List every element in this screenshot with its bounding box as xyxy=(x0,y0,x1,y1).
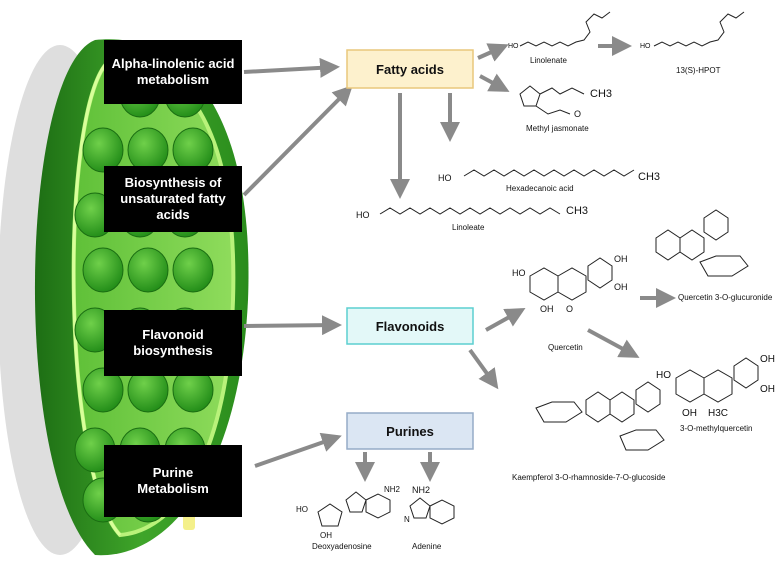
kaempferol-ring-a xyxy=(585,391,611,423)
caption-methyl-jasmonate: Methyl jasmonate xyxy=(526,124,589,133)
atom-labels: HO HO CH3 O HO CH3 HO CH3 OH OH HO OH O … xyxy=(296,43,775,540)
caption-hexadecanoic-acid: Hexadecanoic acid xyxy=(506,184,574,193)
atom-oh: OH xyxy=(320,531,332,540)
hexadecanoic-structure xyxy=(463,169,635,177)
caption-deoxyadenosine: Deoxyadenosine xyxy=(312,542,372,551)
arrow-fatty-to-linolenate xyxy=(477,43,509,62)
glucuronide-ring-b xyxy=(703,209,729,241)
caption-hpot: 13(S)-HPOT xyxy=(676,66,721,75)
quercetin-ring-c xyxy=(557,267,587,301)
linolenate-structure xyxy=(519,11,611,47)
flavonoids-box xyxy=(346,307,474,345)
hpot-structure xyxy=(653,11,745,47)
caption-quercetin-glucuronide: Quercetin 3-O-glucuronide xyxy=(678,293,773,302)
atom-oh: OH xyxy=(540,304,554,314)
atom-nh2: NH2 xyxy=(412,485,430,495)
caption-quercetin: Quercetin xyxy=(548,343,583,352)
chemical-structures xyxy=(317,11,759,527)
caption-adenine: Adenine xyxy=(412,542,442,551)
caption-methylquercetin: 3-O-methylquercetin xyxy=(680,424,753,433)
glucuronide-ring-a xyxy=(655,229,681,261)
glucuronide-sugar xyxy=(699,255,749,277)
arrow-alpha-to-fatty xyxy=(243,57,340,78)
granum-stack xyxy=(82,367,124,413)
linoleate-structure xyxy=(379,207,561,215)
kaempferol-ring-b xyxy=(635,381,661,413)
atom-oh: OH xyxy=(760,384,775,395)
arrow-flavonoids-to-kaempferol xyxy=(468,348,499,390)
atom-n: N xyxy=(404,515,410,524)
fatty-acids-label: Fatty acids xyxy=(376,61,444,77)
quercetin-ring-b xyxy=(587,257,613,289)
atom-ho: HO xyxy=(640,43,651,50)
methylquercetin-ring-a xyxy=(675,369,705,403)
atom-ch3: CH3 xyxy=(566,205,588,217)
deoxyadenosine-sugar xyxy=(317,503,343,527)
arrow-purine-to-purines xyxy=(254,432,342,468)
deoxyadenosine-imidazole xyxy=(345,491,367,513)
granum-stack xyxy=(82,127,124,173)
atom-ho: HO xyxy=(356,210,370,220)
pathway-label-alpha-linolenic: Alpha-linolenic acid metabolism xyxy=(104,40,242,104)
atom-oh: OH xyxy=(614,282,628,292)
caption-linolenate: Linolenate xyxy=(530,56,567,65)
pathway-label-flavonoid: Flavonoid biosynthesis xyxy=(104,310,242,376)
atom-ho: HO xyxy=(438,173,452,183)
arrow-fatty-to-jasmonate xyxy=(479,73,510,92)
arrows xyxy=(242,36,676,482)
flavonoids-label: Flavonoids xyxy=(375,318,445,334)
adenine-imidazole xyxy=(409,497,431,519)
caption-linoleate: Linoleate xyxy=(452,223,485,232)
adenine-pyrimidine xyxy=(429,499,455,525)
pathway-label-purine: Purine Metabolism xyxy=(104,445,242,517)
atom-oh: OH xyxy=(760,354,775,365)
glucuronide-ring-c xyxy=(679,229,705,261)
atom-ho: HO xyxy=(296,505,308,514)
methyl-jasmonate-ring xyxy=(519,85,541,107)
atom-oh: OH xyxy=(682,408,697,419)
deoxyadenosine-pyrimidine xyxy=(365,493,391,519)
arrow-biosyn-to-fatty xyxy=(242,85,353,197)
atom-ch3: CH3 xyxy=(590,88,612,100)
atom-nh2: NH2 xyxy=(384,485,401,494)
atom-o: O xyxy=(566,304,573,314)
methylquercetin-ring-b xyxy=(733,357,759,389)
kaempferol-rhamnose xyxy=(619,429,665,451)
atom-ho: HO xyxy=(508,43,519,50)
methyl-jasmonate-chain xyxy=(539,87,585,95)
quercetin-ring-a xyxy=(529,267,559,301)
atom-ho: HO xyxy=(512,268,526,278)
granum-stack xyxy=(172,247,214,293)
purines-box xyxy=(346,412,474,450)
purines-label: Purines xyxy=(386,423,434,439)
granum-stack xyxy=(82,247,124,293)
methylquercetin-ring-c xyxy=(703,369,733,403)
arrow-flavonoids-to-quercetin xyxy=(485,308,526,332)
arrow-quercetin-to-methylquercetin xyxy=(587,328,640,358)
fatty-acids-box xyxy=(346,49,474,89)
atom-h3c: H3C xyxy=(708,408,728,419)
granum-stack xyxy=(127,247,169,293)
pathway-label-unsaturated-fatty-acids: Biosynthesis of unsaturated fatty acids xyxy=(104,166,242,232)
kaempferol-glucose xyxy=(535,401,583,423)
kaempferol-ring-c xyxy=(609,391,635,423)
arrow-flavonoid-to-flavonoids xyxy=(243,315,342,336)
atom-ho: HO xyxy=(656,370,671,381)
caption-kaempferol: Kaempferol 3-O-rhamnoside-7-O-glucoside xyxy=(512,473,666,482)
atom-o: O xyxy=(574,109,581,119)
atom-oh: OH xyxy=(614,254,628,264)
atom-ch3: CH3 xyxy=(638,171,660,183)
methyl-jasmonate-ester xyxy=(535,105,571,115)
